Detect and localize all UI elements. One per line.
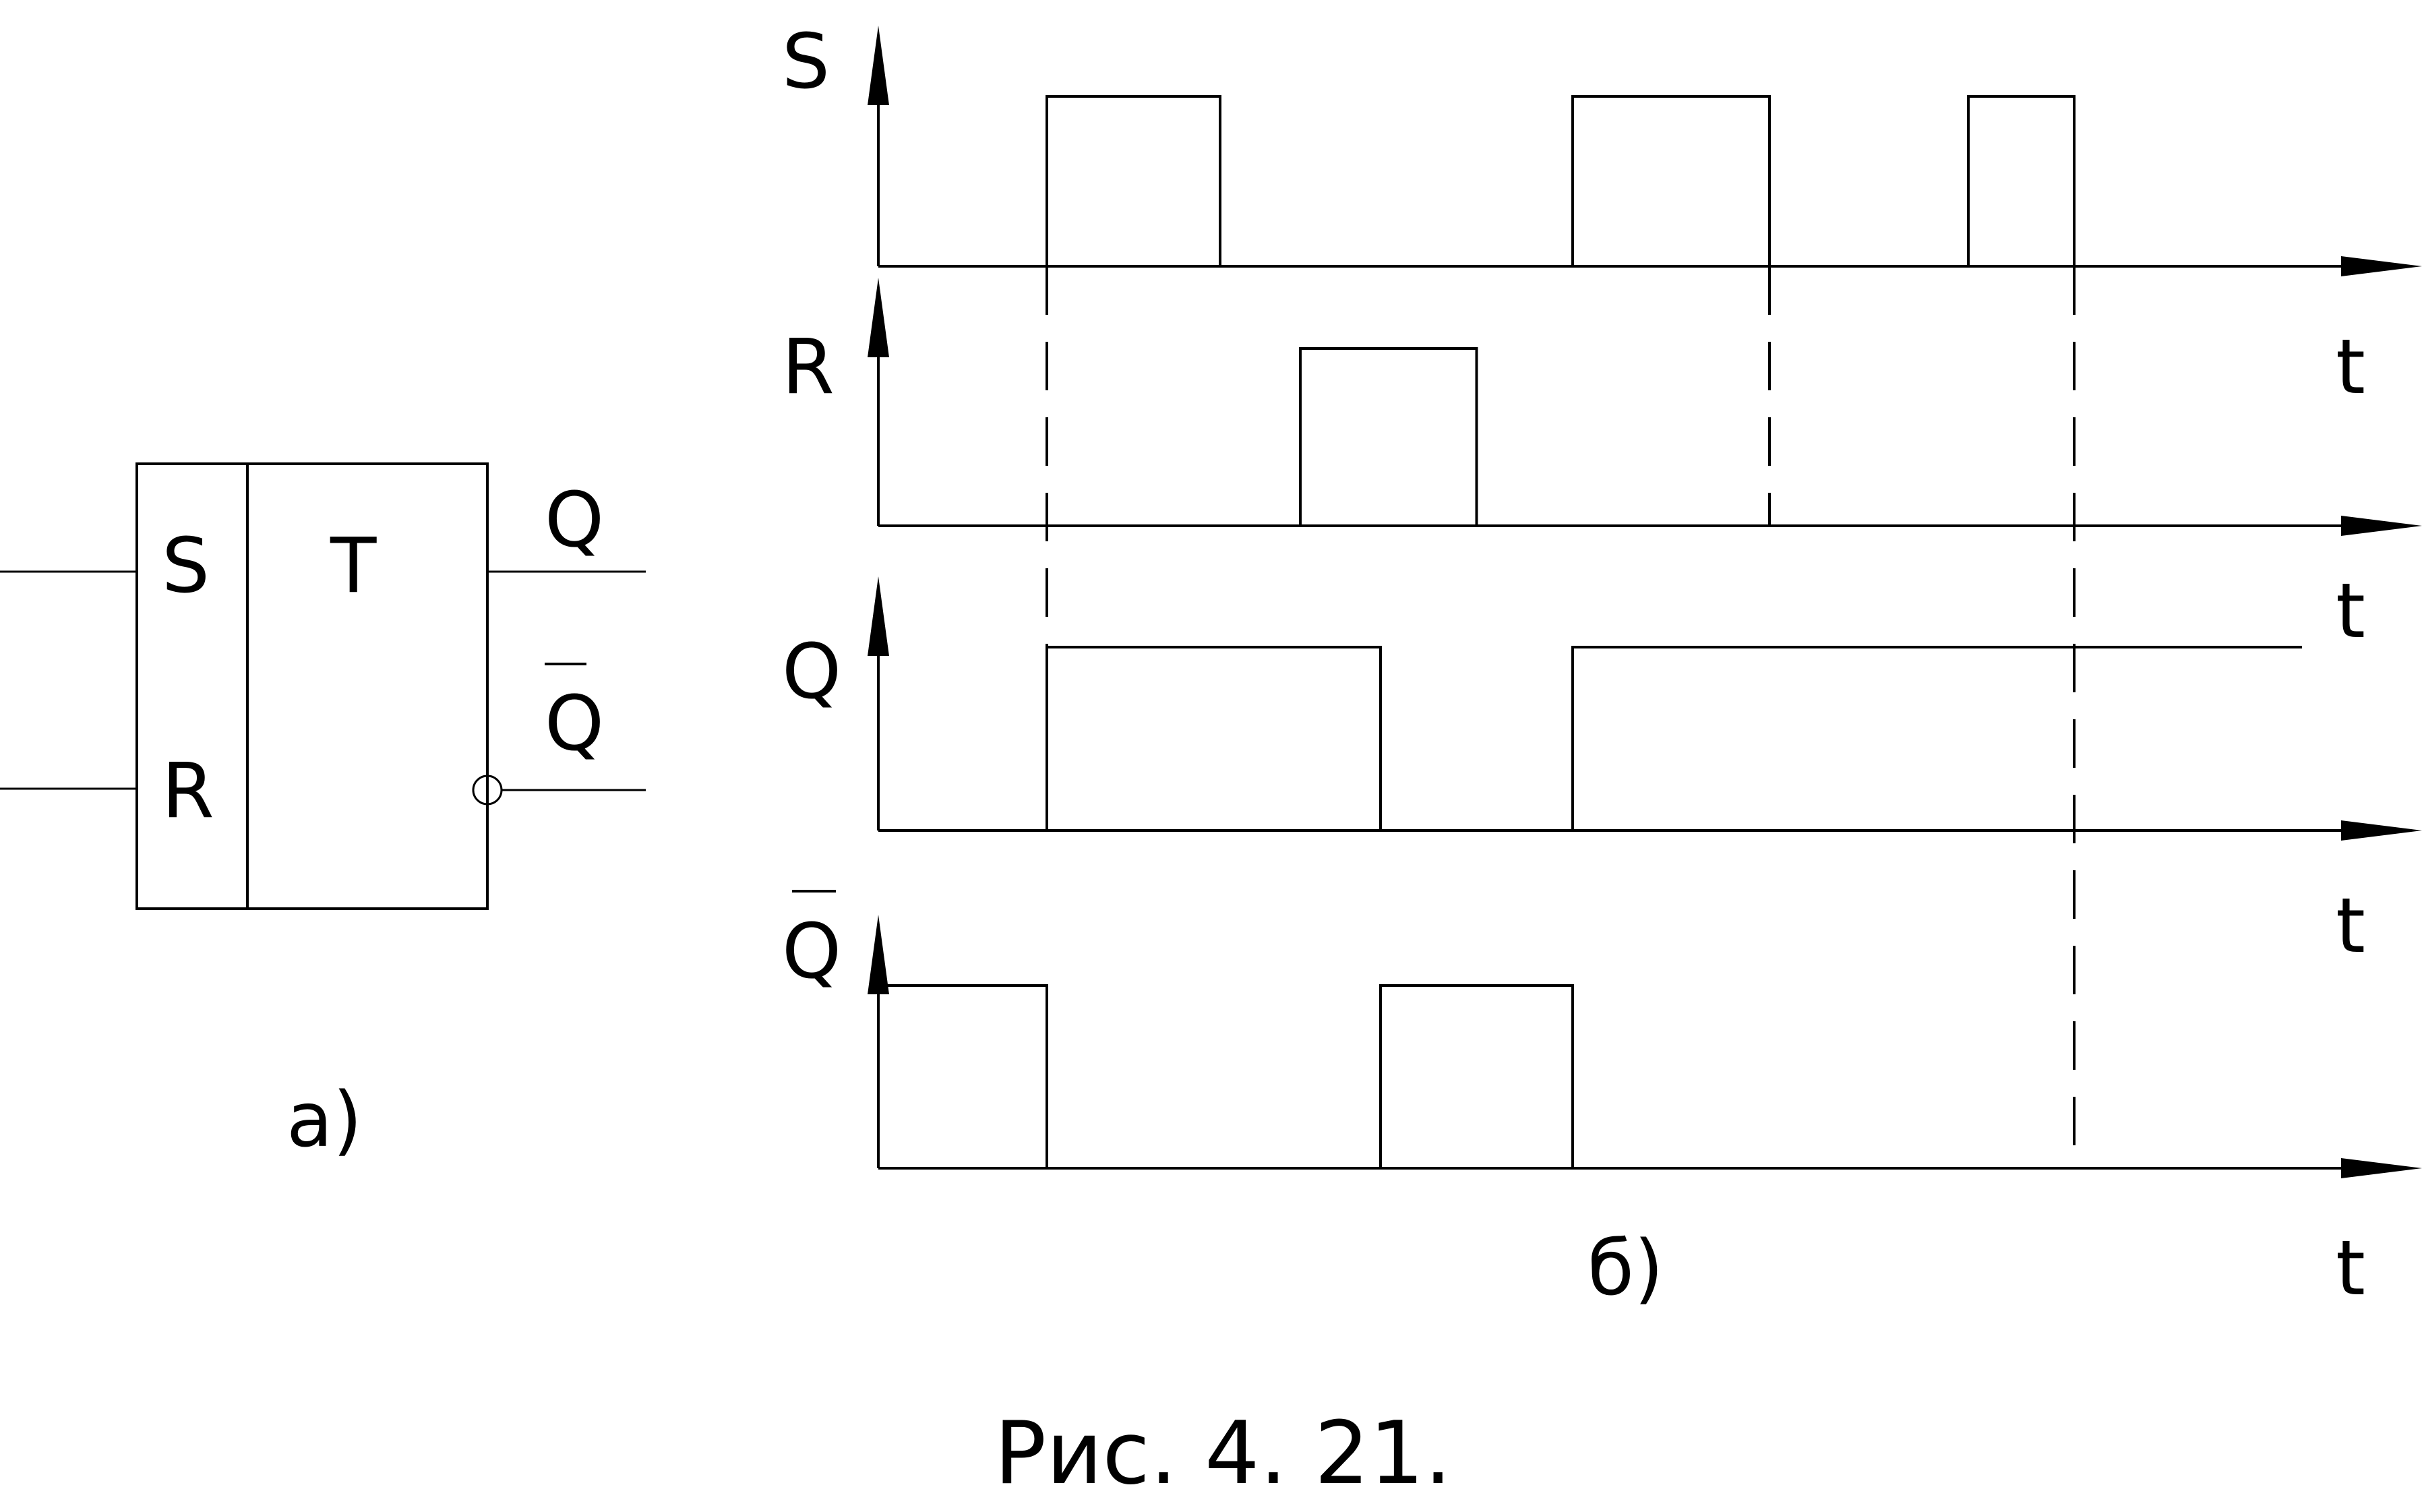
r-value-axis-arrow [868, 278, 889, 357]
q-value-axis-arrow [868, 576, 889, 656]
r-time-label: t [2336, 568, 2365, 655]
trigger-type-label: T [330, 522, 377, 610]
s-input-label: S [162, 522, 210, 610]
s-time-axis-arrow [2341, 256, 2422, 276]
qbar-output-label: Q [545, 680, 604, 768]
r-time-axis-arrow [2341, 516, 2422, 536]
qbar-time-label: t [2336, 1225, 2365, 1312]
qbar-waveform [878, 984, 2265, 1170]
figure-caption: Рис. 4. 21. [994, 1403, 1452, 1504]
qbar-signal-label: Q [782, 908, 841, 996]
q-time-axis-arrow [2341, 820, 2422, 841]
r-signal-label: R [782, 324, 835, 411]
rs-flipflop-block: S R T Q Q а) [0, 462, 646, 1164]
q-signal-label: Q [782, 628, 841, 716]
s-value-axis-arrow [868, 26, 889, 105]
qbar-value-axis-arrow [868, 915, 889, 994]
r-input-label: R [162, 748, 214, 835]
flipflop-body [135, 462, 489, 910]
part-a-label: а) [286, 1077, 362, 1164]
qbar-time-axis-arrow [2341, 1158, 2422, 1178]
r-waveform [878, 347, 2265, 527]
s-signal-label: S [782, 18, 830, 106]
s-time-label: t [2336, 324, 2365, 411]
q-time-label: t [2336, 882, 2365, 970]
q-output-label: Q [545, 477, 604, 564]
part-b-label: б) [1587, 1225, 1664, 1312]
s-waveform [878, 95, 2265, 268]
q-waveform [878, 646, 2302, 832]
